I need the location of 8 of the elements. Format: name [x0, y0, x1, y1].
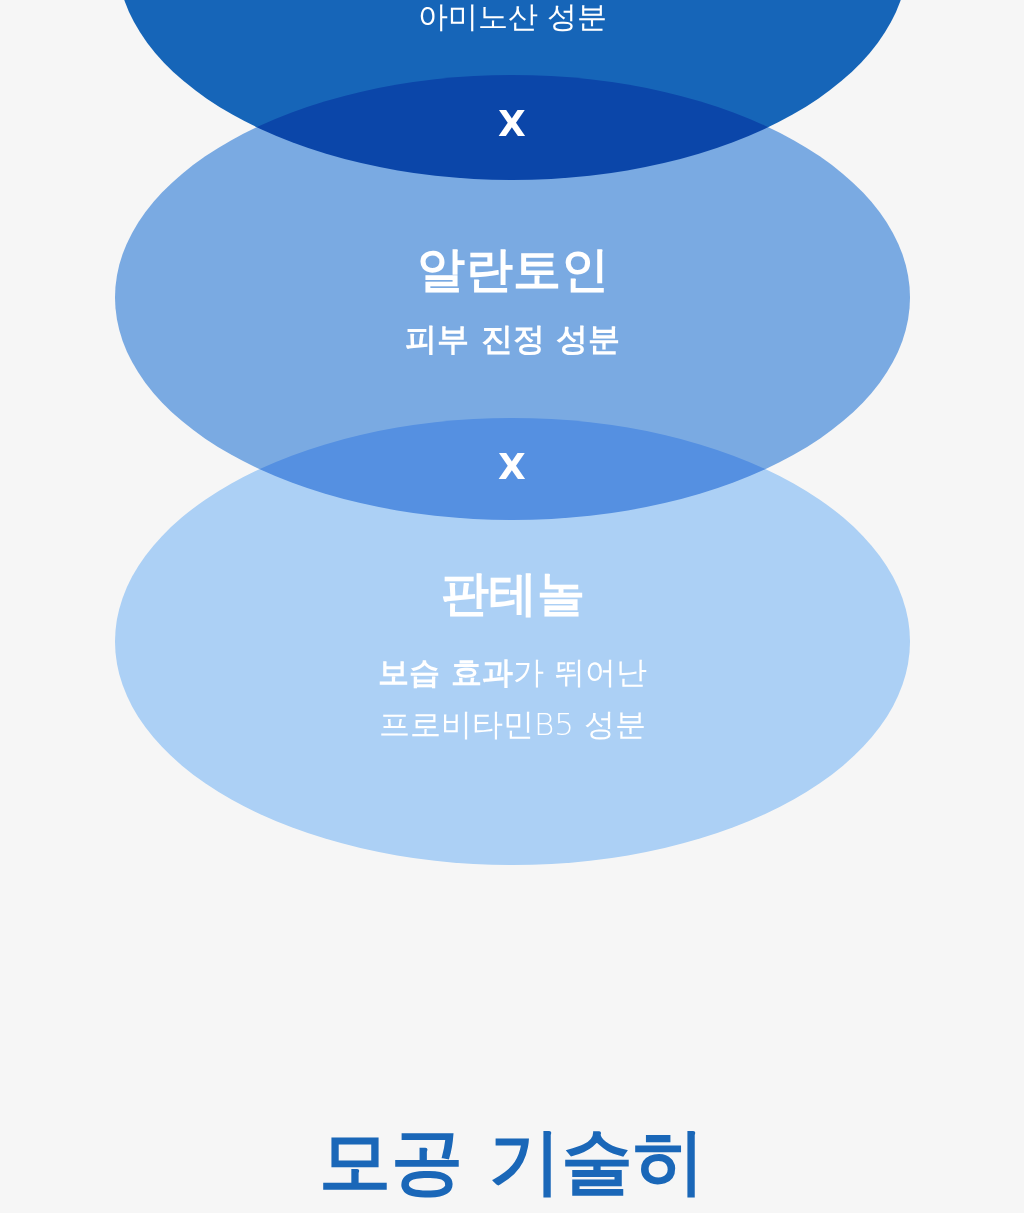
- multiply-sign: X: [497, 102, 527, 146]
- ingredient-name: 알란토인: [415, 240, 610, 299]
- section-heading: 모공 기술히: [318, 1118, 706, 1204]
- ingredient-description: 보습 효과가 뛰어난 프로비타민B5 성분: [377, 653, 648, 744]
- multiply-sign: X: [497, 445, 527, 489]
- ingredient-description: 아미노산 성분: [416, 0, 609, 34]
- ingredient-description: 피부 진정 성분: [404, 319, 621, 359]
- ingredient-name: 판테놀: [439, 564, 586, 623]
